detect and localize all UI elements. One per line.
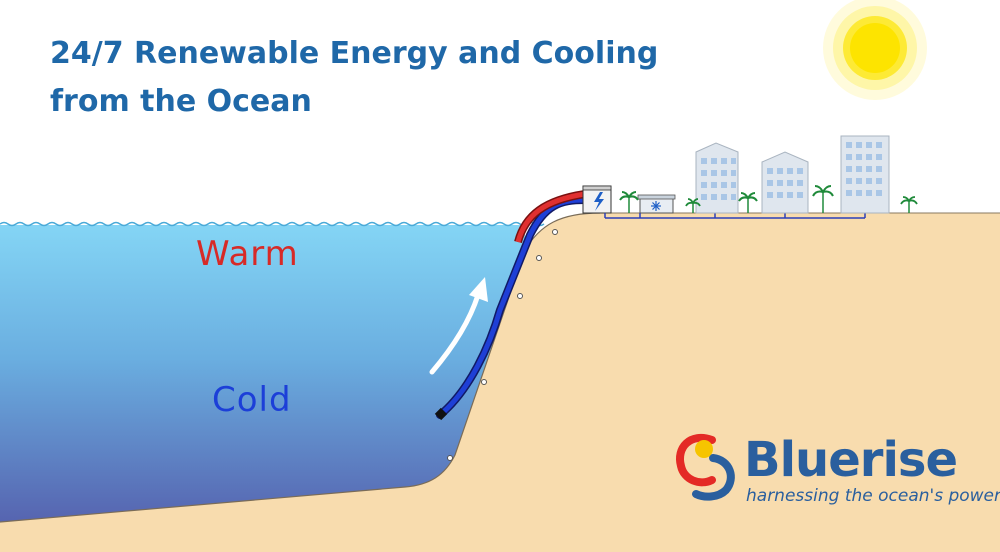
palm-tree-icon bbox=[738, 192, 758, 213]
warm-water-pipe bbox=[514, 190, 586, 244]
brand-name: Bluerise bbox=[744, 432, 958, 488]
sun-icon bbox=[823, 0, 927, 100]
building-3 bbox=[840, 135, 890, 214]
pipe-anchors bbox=[447, 229, 558, 461]
power-plant bbox=[582, 185, 612, 214]
cooling-station bbox=[637, 194, 676, 214]
warm-water-label: Warm bbox=[196, 234, 299, 274]
building-2 bbox=[761, 151, 809, 214]
slope-outline bbox=[0, 212, 601, 523]
seabed-land bbox=[0, 213, 1000, 552]
bluerise-logo-icon bbox=[676, 434, 735, 501]
page-title-line-2: from the Ocean bbox=[50, 84, 312, 119]
palm-tree-icon bbox=[685, 198, 701, 213]
brand-tagline: harnessing the ocean's power bbox=[746, 486, 1000, 506]
building-1 bbox=[695, 142, 739, 214]
snowflake-icon bbox=[651, 201, 661, 211]
palm-tree-icon bbox=[900, 196, 918, 213]
palm-tree-icon bbox=[619, 191, 639, 213]
page-title-line-1: 24/7 Renewable Energy and Cooling bbox=[50, 36, 659, 71]
cold-water-label: Cold bbox=[212, 380, 292, 420]
upwelling-arrow-icon bbox=[429, 277, 488, 375]
ocean-surface-waves bbox=[0, 221, 545, 227]
ocean-water bbox=[0, 225, 525, 522]
palm-tree-icon bbox=[812, 185, 834, 213]
distribution-pipes bbox=[604, 213, 866, 219]
lightning-bolt-icon bbox=[594, 192, 604, 211]
